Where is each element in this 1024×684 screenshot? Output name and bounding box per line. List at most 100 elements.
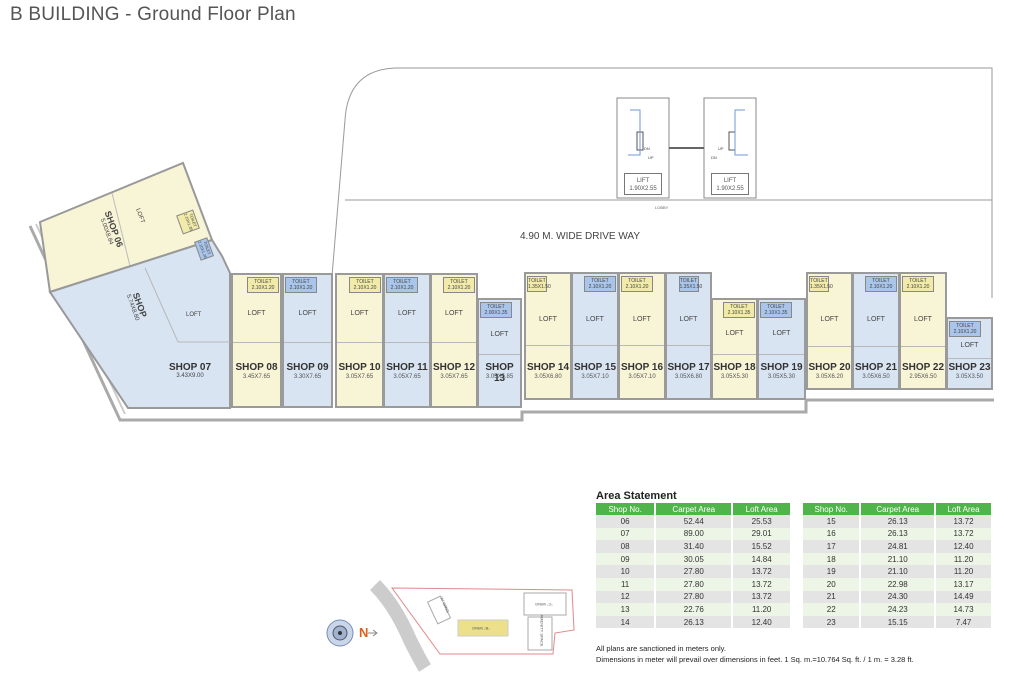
- shop-size: 3.05X5.85: [485, 374, 514, 380]
- shop-name: SHOP 13: [485, 362, 514, 384]
- column-header: Loft Area: [935, 503, 993, 515]
- table-cell: 15.52: [732, 540, 792, 553]
- shop-07-area: [48, 238, 231, 409]
- table-cell: 11: [596, 577, 657, 591]
- table-cell: 89.00: [655, 527, 734, 541]
- table-cell: 22.98: [860, 577, 937, 591]
- table-cell: 26.13: [860, 515, 937, 528]
- table-cell: 13.72: [732, 577, 792, 591]
- toilet-label: TOILET: [628, 278, 646, 284]
- shop-size: 3.05X6.80: [534, 374, 562, 380]
- table-cell: 23: [803, 615, 862, 629]
- loft-label: LOFT: [679, 316, 698, 323]
- table-cell: 18: [803, 552, 862, 566]
- table-cell: 22: [803, 603, 862, 616]
- table-cell: 16: [803, 527, 862, 541]
- shop-size: 3.05X7.65: [345, 374, 374, 380]
- outer-wall: [28, 225, 994, 422]
- toilet-label: TOILET: [591, 278, 609, 284]
- toilet-size: 2.10X1.20: [906, 284, 930, 290]
- toilet-size: 2.00X1.35: [484, 310, 508, 316]
- shop-name: SHOP 09: [286, 362, 329, 373]
- loft-label: LOFT: [298, 310, 317, 317]
- toilet-size: 1.35X1.50: [810, 284, 833, 290]
- loft-divider: [479, 354, 520, 355]
- key-plan-c-wing: "C" WING: [535, 602, 553, 607]
- shop-size: 3.05X5.30: [720, 374, 749, 380]
- table-cell: 26.13: [655, 615, 734, 629]
- table-cell: 22.76: [655, 603, 734, 616]
- shop-07-loft: LOFT: [186, 312, 202, 318]
- stair-dn-label: DN: [711, 155, 717, 160]
- toilet-label: TOILET: [956, 323, 974, 329]
- column-header: Carpet Area: [860, 503, 937, 515]
- loft-divider: [759, 354, 804, 355]
- table-cell: 27.80: [655, 565, 734, 578]
- table-cell: 12.40: [732, 615, 792, 629]
- table-cell: 24.81: [860, 540, 937, 553]
- toilet-size: 2.10X1.20: [390, 285, 414, 291]
- table-cell: 14: [596, 615, 657, 629]
- loft-divider: [713, 354, 756, 355]
- loft-label: LOFT: [914, 316, 932, 323]
- table-cell: 10: [596, 565, 657, 578]
- key-plan-amenity: AMENITY SPACE: [539, 614, 545, 647]
- toilet-size: 2.10X1.20: [625, 284, 649, 290]
- toilet-size: 2.10X1.20: [953, 329, 977, 335]
- toilet-label: TOILET: [393, 279, 411, 285]
- table-cell: 13.72: [732, 590, 792, 604]
- toilet-size: 2.10X1.20: [869, 284, 893, 290]
- shop-size: 3.05X7.65: [440, 374, 468, 380]
- table-cell: 24.30: [860, 590, 937, 604]
- key-plan-b-wing: [457, 619, 509, 637]
- loft-divider: [526, 345, 570, 346]
- loft-divider: [620, 345, 664, 346]
- stair-up-label: UP: [718, 146, 724, 151]
- key-plan-b-wing-label: "B" WING: [472, 626, 490, 631]
- table-cell: 15: [803, 515, 862, 528]
- shop-size: 3.05X7.10: [628, 374, 656, 380]
- toilet-size: 2.10X1.20: [588, 284, 612, 290]
- loft-label: LOFT: [398, 310, 416, 317]
- shop-name: SHOP 21: [854, 362, 898, 373]
- shop-size: 3.30X7.65: [293, 374, 322, 380]
- loft-divider: [808, 346, 851, 347]
- shop-size: 3.05X3.50: [955, 374, 984, 380]
- toilet-size: 2.10X1.20: [353, 285, 377, 291]
- column-header: Carpet Area: [655, 503, 734, 515]
